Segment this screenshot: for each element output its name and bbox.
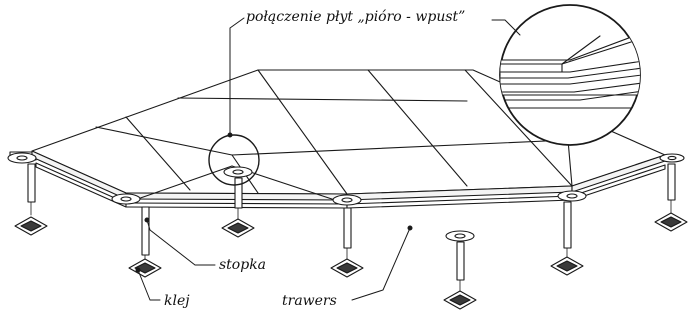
seam [257,69,348,195]
foot-plate [443,290,477,310]
seam [567,139,573,187]
label-glue: klej [164,293,190,309]
pedestal-post [456,241,465,281]
foot-plate [330,258,364,278]
seam [367,69,468,187]
leader-lines [135,17,521,301]
pedestal-post [343,207,352,249]
pedestal-post [27,163,36,203]
seam [95,126,233,156]
label-joint: połączenie płyt „pióro - wpust” [246,9,466,25]
seam [125,116,191,191]
pedestal-head [111,193,141,205]
seam [464,69,573,187]
leader-beam [351,227,411,301]
foot-plate [550,256,584,276]
pedestal-posts [27,163,676,293]
pedestal-head [223,166,253,178]
pedestal-post [563,201,572,249]
label-beam: trawers [282,293,337,309]
pedestal-head [557,190,587,202]
foot-plate [654,212,688,232]
foot-plate [221,218,255,238]
pedestal-head [445,230,475,242]
seam [177,97,468,102]
foot-plate [128,258,162,278]
pedestal-head [7,152,37,164]
foot-plate [14,216,48,236]
pedestal-post [141,206,150,256]
leader-joint-mag [491,19,521,36]
seam [231,139,569,156]
pedestal-head [332,194,362,206]
leader-glue [137,269,161,301]
pedestal-feet [14,212,688,310]
label-foot: stopka [219,257,267,273]
pedestal-post [667,163,676,201]
leader-joint [229,17,245,136]
pedestal-head [659,153,685,163]
pedestal-heads [7,152,685,242]
pedestal-post [234,177,243,209]
joint-highlight-circle [208,134,260,186]
joint-detail-magnifier [499,4,641,146]
leader-foot [146,219,216,266]
